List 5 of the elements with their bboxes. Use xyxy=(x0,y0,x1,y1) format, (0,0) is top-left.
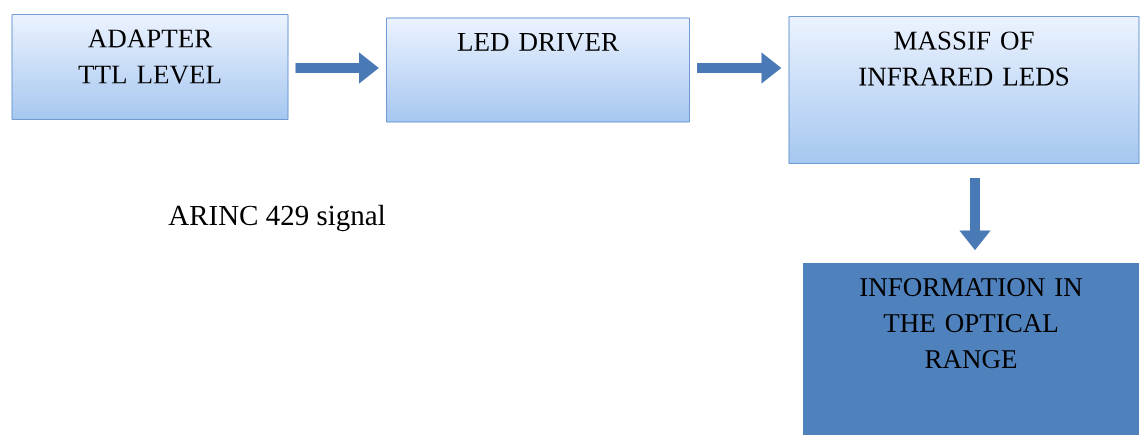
process-box: ADAPTER TTL LEVEL xyxy=(11,14,289,120)
process-box: LED DRIVER xyxy=(386,17,690,123)
signal-label: ARINC 429 signal xyxy=(168,204,386,232)
process-box: INFORMATION IN THE OPTICAL RANGE xyxy=(803,263,1139,435)
process-box: MASSIF OF INFRARED LEDS xyxy=(788,16,1140,164)
